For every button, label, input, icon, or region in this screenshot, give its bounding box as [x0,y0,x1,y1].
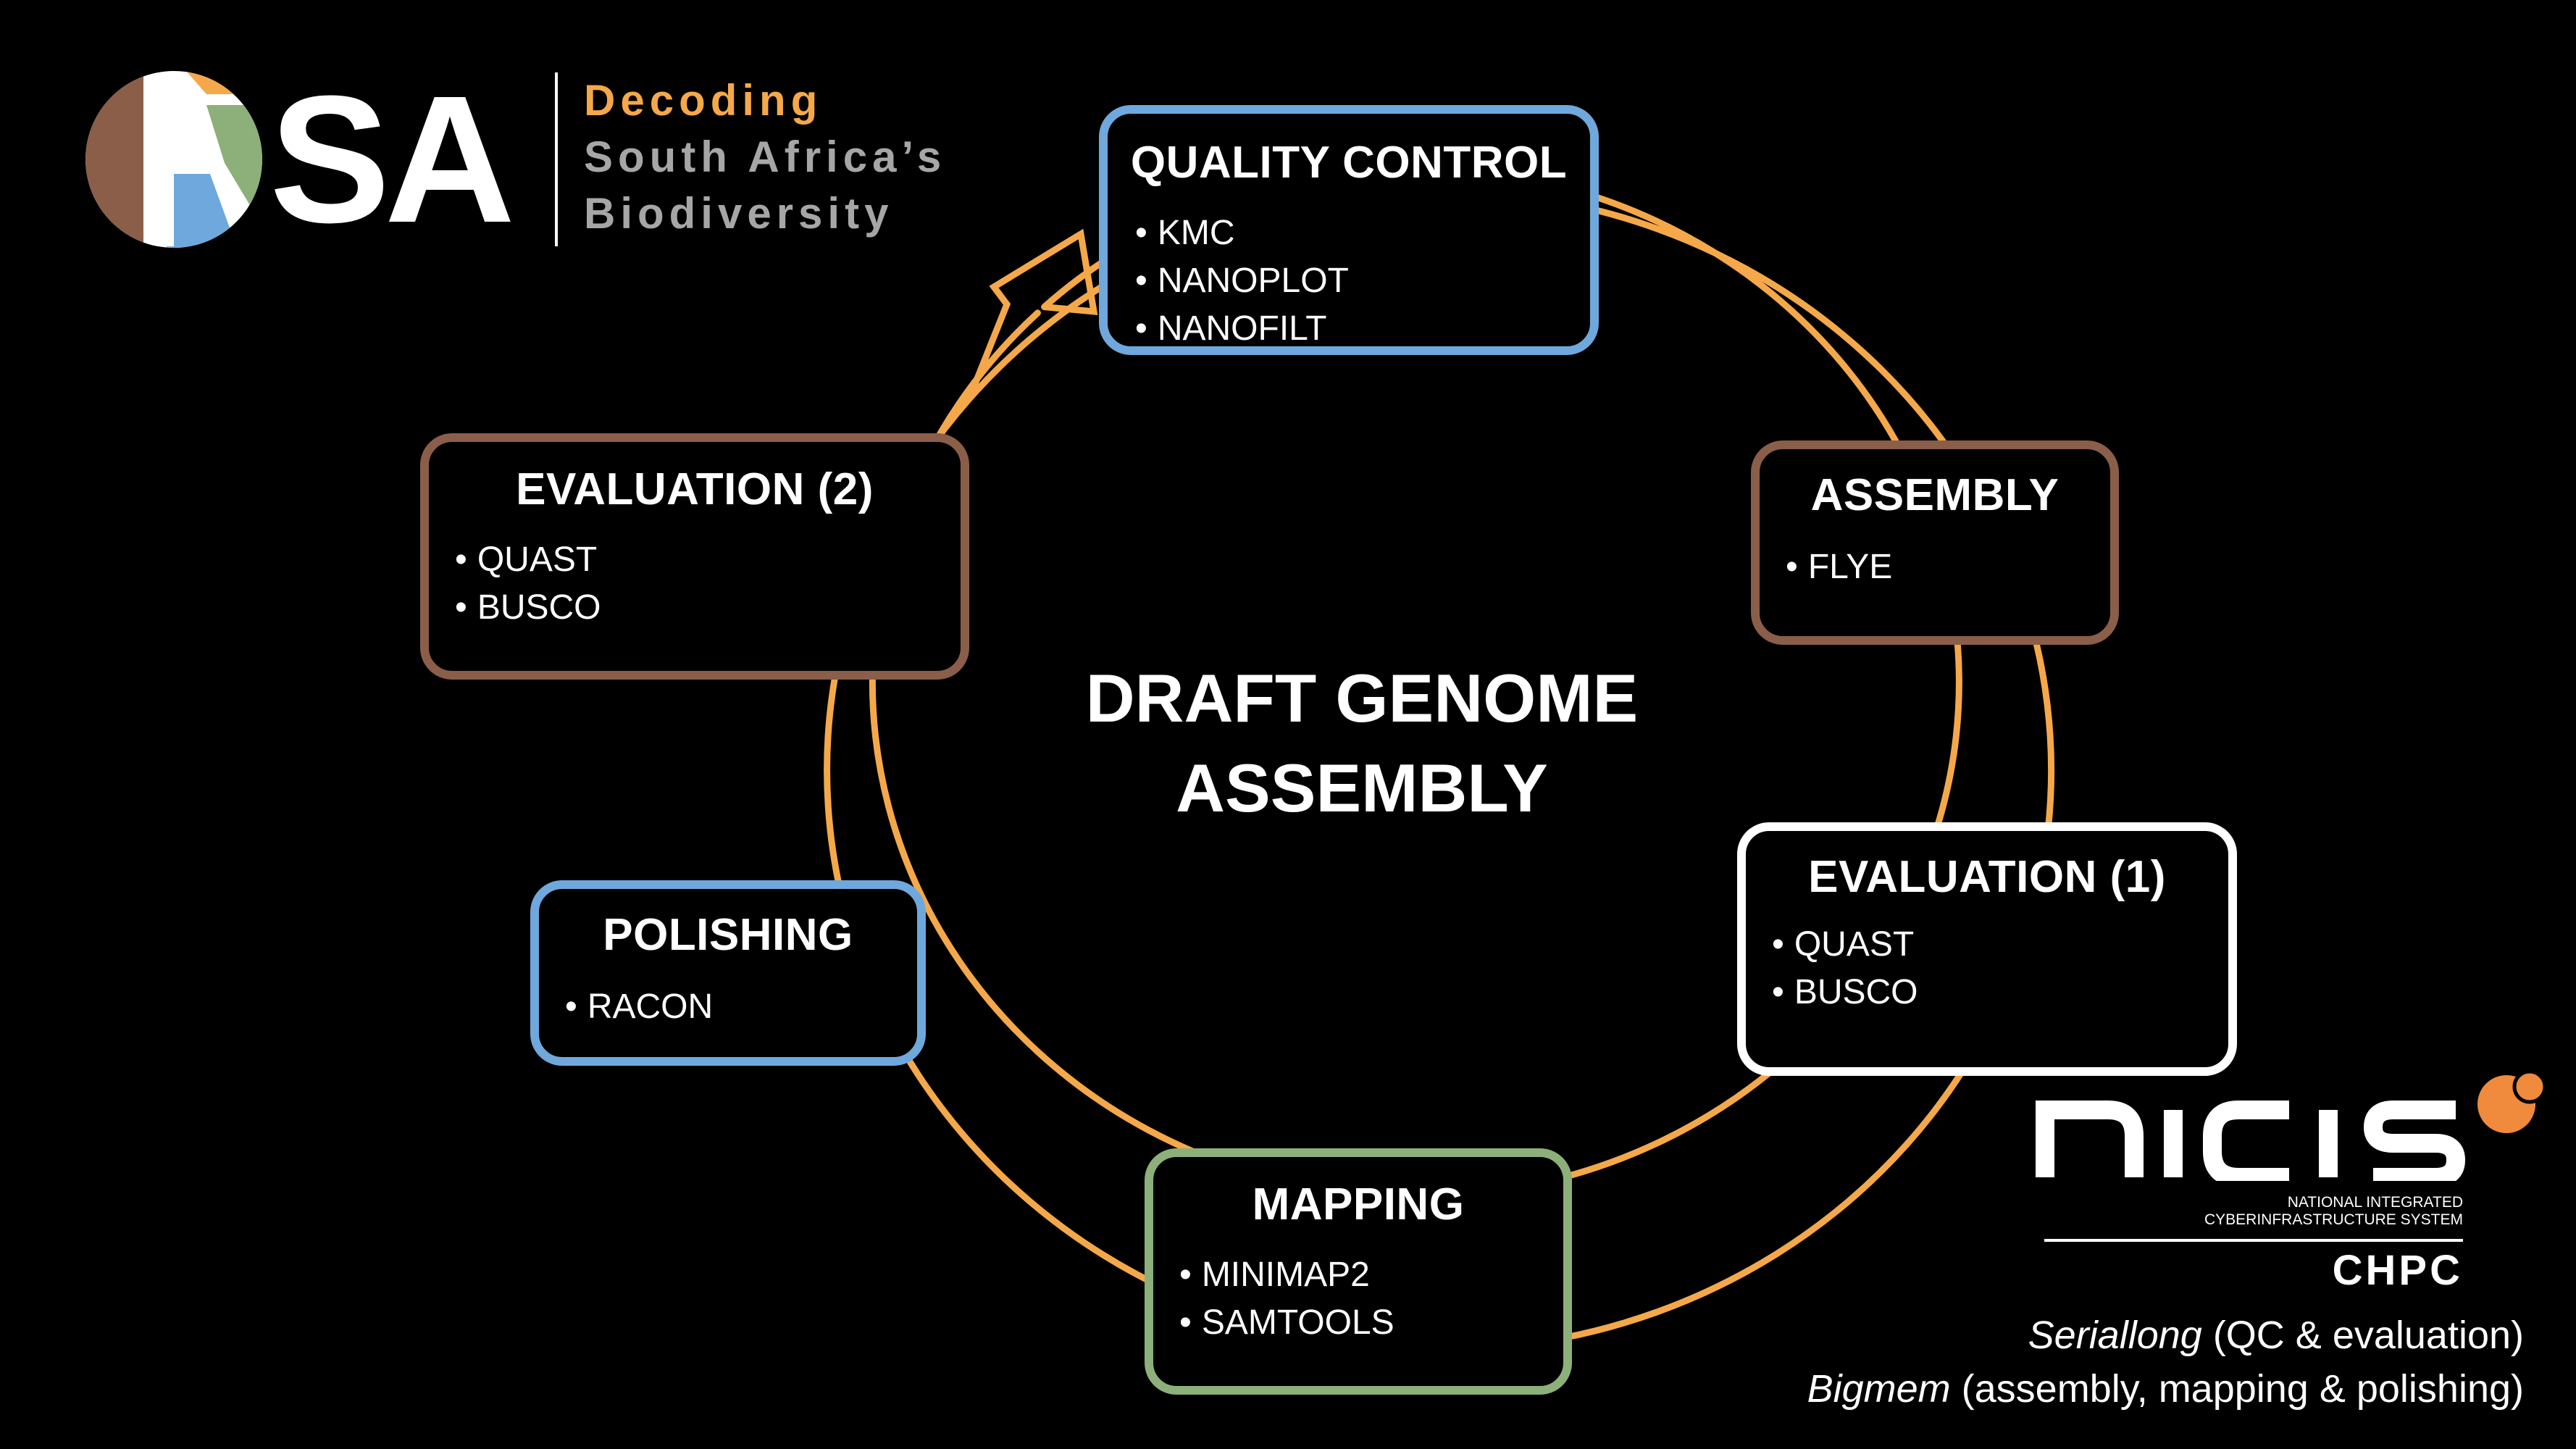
step-tool-list: QUAST BUSCO [1772,921,1918,1016]
step-tool-list: MINIMAP2 SAMTOOLS [1179,1251,1394,1347]
nicis-subtitle-line1: NATIONAL INTEGRATED [2287,1194,2463,1211]
nicis-divider [2044,1239,2463,1242]
chpc-label: CHPC [2332,1247,2463,1294]
step-evaluation-1: EVALUATION (1) QUAST BUSCO [1737,822,2237,1076]
ksa-tagline-country: South Africa’s [584,133,947,181]
tool-item: BUSCO [1772,969,1918,1016]
note-seriallong: Seriallong (QC & evaluation) [2028,1313,2524,1358]
step-mapping: MAPPING MINIMAP2 SAMTOOLS [1145,1148,1572,1395]
step-title: MAPPING [1252,1179,1465,1229]
center-title-line1: DRAFT GENOME [1085,660,1639,736]
tool-item: KMC [1135,209,1349,257]
step-title: QUALITY CONTROL [1130,138,1568,188]
cycle-arrowhead [966,228,1098,402]
tool-item: QUAST [455,536,601,584]
step-tool-list: QUAST BUSCO [455,536,601,632]
center-title-line2: ASSEMBLY [1176,750,1548,826]
tool-item: BUSCO [455,584,601,632]
step-evaluation-2: EVALUATION (2) QUAST BUSCO [420,433,969,680]
ksa-logo-text: SA [269,58,515,260]
tool-item: QUAST [1772,921,1918,969]
tool-item: FLYE [1786,543,1892,591]
queue-usage: (QC & evaluation) [2201,1314,2524,1357]
queue-name: Seriallong [2028,1314,2202,1357]
queue-usage: (assembly, mapping & polishing) [1950,1367,2524,1411]
ksa-tagline-decoding: Decoding [584,76,823,125]
tool-item: NANOPLOT [1135,257,1349,305]
step-tool-list: RACON [565,983,713,1031]
nicis-logo: nicis NATIONAL INTEGRATED CYBERINFRASTRU… [2036,1065,2557,1297]
tool-item: NANOFILT [1135,305,1349,353]
nicis-subtitle-line2: CYBERINFRASTRUCTURE SYSTEM [2204,1211,2463,1228]
step-title: EVALUATION (1) [1808,852,2166,902]
ksa-tagline-biodiversity: Biodiversity [584,189,894,238]
step-quality-control: QUALITY CONTROL KMC NANOPLOT NANOFILT [1099,105,1599,355]
tool-item: SAMTOOLS [1179,1299,1394,1347]
nicis-logo-mark [2036,1069,2547,1181]
tool-item: MINIMAP2 [1179,1251,1394,1299]
step-tool-list: KMC NANOPLOT NANOFILT [1135,209,1349,353]
step-assembly: ASSEMBLY FLYE [1751,440,2119,645]
step-tool-list: FLYE [1786,543,1892,591]
step-polishing: POLISHING RACON [530,880,926,1066]
step-title: POLISHING [603,910,853,960]
tool-item: RACON [565,983,713,1031]
note-bigmem: Bigmem (assembly, mapping & polishing) [1807,1366,2524,1411]
ksa-logo: SA [80,65,551,254]
step-title: ASSEMBLY [1810,470,2059,520]
ksa-divider [555,72,558,246]
ksa-logo-mark [85,71,262,248]
queue-name: Bigmem [1807,1367,1951,1411]
step-title: EVALUATION (2) [516,464,874,514]
